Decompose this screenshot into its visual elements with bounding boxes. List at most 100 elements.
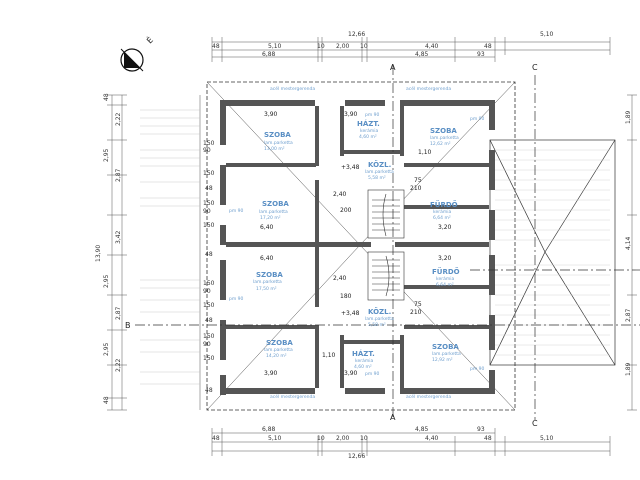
room-floor: lam.parketta — [365, 169, 394, 175]
room-name: HÁZT. — [357, 119, 380, 128]
beam-note-tl: acél mestergerenda — [270, 85, 315, 92]
right-dimension-lines — [627, 94, 637, 411]
axis-label-b: B — [125, 321, 131, 330]
dim-93-b: 93 — [477, 426, 485, 433]
dim-right-189-t: 1,89 — [625, 110, 632, 124]
level-mark: +3,48 — [341, 164, 360, 171]
dim-48-tl: 48 — [212, 43, 220, 50]
dim-left-295-b: 2,95 — [103, 274, 110, 288]
room-name: SZOBA — [432, 343, 459, 351]
dim-510-br: 5,10 — [540, 435, 554, 442]
right-dimension-labels: 1,89 4,14 2,87 1,89 — [625, 110, 632, 376]
room-area: 5,58 m² — [368, 175, 386, 181]
room-label: SZOBA lam.parketta 13,00 m² — [264, 131, 293, 152]
inner-dim: 3,90 — [264, 370, 278, 377]
annex-roof-hatch — [495, 149, 610, 356]
dim-left-48-b: 48 — [103, 396, 110, 404]
room-area: 12,62 m² — [430, 141, 451, 147]
roof-outline — [206, 81, 516, 411]
room-label: SZOBA lam.parketta 12,92 m² — [432, 343, 461, 363]
room-area: 6,64 m² — [436, 282, 454, 288]
dim-left-48-t: 48 — [103, 93, 110, 101]
mark: 150 — [203, 200, 215, 207]
dim-left-222-t: 2,22 — [115, 112, 122, 126]
left-dimension-lines — [107, 94, 201, 411]
mark: 150 — [203, 170, 215, 177]
room-label: KÖZL. lam.parketta 5,58 m² — [365, 307, 394, 328]
inner-dimensions: 3,90 3,90 3,90 3,90 6,40 6,40 3,20 3,20 … — [229, 111, 485, 377]
level-mark: +3,48 — [341, 310, 360, 317]
dim-440-t: 4,40 — [425, 43, 439, 50]
inner-dim: 2,40 — [333, 275, 347, 282]
room-area: 17,50 m² — [256, 286, 277, 292]
inner-dim: 200 — [340, 207, 352, 214]
dim-485-t: 4,85 — [415, 51, 429, 58]
dim-10-tl: 10 — [317, 43, 325, 50]
inner-dim: 3,20 — [438, 255, 452, 262]
bottom-dimension-row1: 6,88 4,85 93 — [262, 426, 485, 433]
mark: 48 — [205, 387, 213, 394]
room-name: SZOBA — [256, 271, 283, 279]
axis-label-a-top: A — [390, 63, 396, 72]
mark: 48 — [205, 251, 213, 258]
dim-510-tr: 5,10 — [540, 31, 554, 38]
room-name: SZOBA — [266, 339, 293, 347]
mark: 150 — [203, 140, 215, 147]
dim-10-tr: 10 — [360, 43, 368, 50]
dim-48-br: 48 — [484, 435, 492, 442]
dim-left-342: 3,42 — [115, 230, 122, 244]
inner-dim: 180 — [340, 293, 352, 300]
mark: 150 — [203, 222, 215, 229]
inner-dim: 75 — [414, 177, 422, 184]
inner-dim: 2,40 — [333, 191, 347, 198]
dim-right-189-b: 1,89 — [625, 362, 632, 376]
dim-48-bl: 48 — [212, 435, 220, 442]
inner-dim: pm 90 — [365, 112, 380, 118]
room-label: FÜRDŐ kerámia 6,64 m² — [432, 267, 460, 288]
axis-label-c-top: C — [532, 63, 538, 72]
room-name: SZOBA — [264, 131, 291, 139]
dim-440-b: 4,40 — [425, 435, 439, 442]
room-name: HÁZT. — [352, 349, 375, 358]
inner-dim: 210 — [410, 309, 422, 316]
dim-right-414: 4,14 — [625, 236, 632, 250]
room-floor: lam.parketta — [432, 351, 461, 357]
mark: 150 — [203, 302, 215, 309]
room-floor: lam.parketta — [264, 347, 293, 353]
beam-note-bl: acél mestergerenda — [270, 393, 315, 400]
room-floor: lam.parketta — [264, 140, 293, 146]
inner-dim: 6,40 — [260, 255, 274, 262]
mark: 48 — [205, 185, 213, 192]
room-name: SZOBA — [430, 127, 457, 135]
room-floor: lam.parketta — [253, 279, 282, 285]
beam-note-br: acél mestergerenda — [406, 393, 451, 400]
room-area: 14,20 m² — [266, 353, 287, 359]
room-floor: kerámia — [436, 275, 454, 282]
dim-510-tl: 5,10 — [268, 43, 282, 50]
room-name: FÜRDŐ — [432, 267, 460, 276]
dim-485-b: 4,85 — [415, 426, 429, 433]
mark: 150 — [203, 333, 215, 340]
axis-lines — [135, 65, 640, 420]
room-label: HÁZT. kerámia 4,60 m² — [352, 349, 375, 370]
dim-10-bl: 10 — [317, 435, 325, 442]
dim-total-top: 12,66 — [348, 31, 365, 38]
inner-dim: pm 90 — [470, 116, 485, 122]
dim-right-287: 2,87 — [625, 308, 632, 322]
dim-left-295-a: 2,95 — [103, 148, 110, 162]
room-area: 4,60 m² — [359, 134, 377, 140]
inner-dim: 3,90 — [264, 111, 278, 118]
room-label: SZOBA lam.parketta 17,20 m² — [259, 200, 289, 221]
room-label: SZOBA lam.parketta 12,62 m² — [430, 127, 459, 147]
inner-dim: pm 90 — [470, 366, 485, 372]
room-label: KÖZL. lam.parketta 5,58 m² — [365, 160, 394, 181]
top-dimension-row1: 48 5,10 10 2,00 10 4,40 48 5,10 12,66 — [212, 31, 554, 50]
left-hatch — [140, 109, 200, 385]
inner-dim: 75 — [414, 301, 422, 308]
room-area: 4,60 m² — [354, 364, 372, 370]
room-name: SZOBA — [262, 200, 289, 208]
room-floor: lam.parketta — [365, 316, 394, 322]
room-label: SZOBA lam.parketta 14,20 m² — [264, 339, 293, 359]
dim-left-287-a: 2,87 — [115, 168, 122, 182]
room-area: 17,20 m² — [260, 215, 281, 221]
